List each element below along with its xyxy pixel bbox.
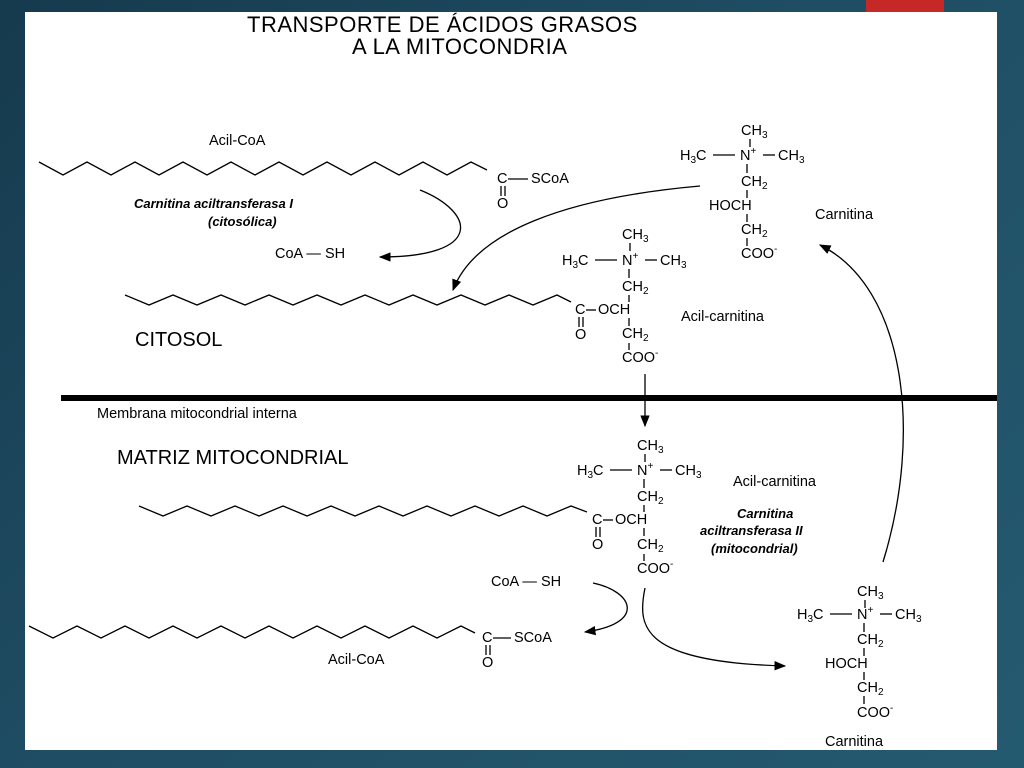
svg-text:CH3: CH3 [675,463,702,481]
accent-bar [866,0,944,12]
svg-text:CH2: CH2 [622,326,649,344]
svg-text:O: O [482,655,493,671]
svg-text:COO-: COO- [857,703,893,721]
acyl-coa-bottom-label: Acil-CoA [328,652,385,668]
svg-text:CH3: CH3 [660,253,687,271]
carnitine-top-label: Carnitina [815,207,874,223]
acyl-chain-acylcarnitine-top [124,294,572,306]
svg-text:CH3: CH3 [622,227,649,245]
acylcarnitine-bottom-label: Acil-carnitina [733,474,817,490]
svg-text:CH2: CH2 [741,174,768,192]
svg-text:N+: N+ [857,605,873,623]
title-line-2: A LA MITOCONDRIA [352,34,567,59]
acylcarnitine-top-label: Acil-carnitina [681,309,765,325]
acylcarnitine-structure-top: CH3 H3C N+ CH3 CH2 C OCH O CH2 COO- [562,227,687,366]
svg-text:N+: N+ [622,251,638,269]
svg-text:CH2: CH2 [857,680,884,698]
enzyme-2-label-line-1: Carnitina [737,506,793,521]
svg-text:H3C: H3C [680,148,707,166]
svg-text:H3C: H3C [797,607,824,625]
svg-text:H3C: H3C [577,463,604,481]
slide: TRANSPORTE DE ÁCIDOS GRASOS A LA MITOCON… [25,12,997,750]
svg-text:O: O [592,537,603,553]
arrow-coash-release-top [378,189,462,262]
svg-text:SCoA: SCoA [531,171,569,187]
svg-text:HOCH: HOCH [709,198,752,214]
svg-text:C: C [592,512,602,528]
matriz-label: MATRIZ MITOCONDRIAL [117,447,348,469]
coash-bottom-label: CoA — SH [491,574,561,590]
arrow-coash-to-acylcoa [583,582,628,636]
svg-text:COO-: COO- [637,559,673,577]
acyl-coa-top-label: Acil-CoA [209,133,266,149]
svg-text:CH3: CH3 [895,607,922,625]
svg-text:CH3: CH3 [857,584,884,602]
arrow-carnitine-return [818,244,904,563]
acyl-chain-top [38,161,488,176]
carnitine-structure-top: CH3 H3C N+ CH3 CH2 HOCH CH2 COO- [680,123,805,262]
arrow-carnitine-to-acylcarnitine [452,185,701,292]
svg-text:COO-: COO- [622,348,658,366]
carnitine-structure-bottom: CH3 H3C N+ CH3 CH2 HOCH CH2 COO- [797,584,922,721]
svg-text:HOCH: HOCH [825,656,868,672]
svg-text:CH2: CH2 [637,489,664,507]
svg-text:C: C [497,171,507,187]
svg-text:H3C: H3C [562,253,589,271]
svg-text:CH2: CH2 [741,222,768,240]
svg-text:N+: N+ [740,146,756,164]
thioester-group-top: C SCoA O [497,171,569,212]
enzyme-1-label-line-1: Carnitina aciltransferasa I [134,196,293,211]
svg-text:OCH: OCH [598,302,630,318]
svg-text:C: C [575,302,585,318]
svg-text:OCH: OCH [615,512,647,528]
enzyme-2-label-line-3: (mitocondrial) [711,541,798,556]
svg-text:O: O [575,327,586,343]
arrow-to-carnitine-bottom [642,587,787,671]
acyl-chain-bottom [28,625,476,639]
svg-text:CH2: CH2 [857,632,884,650]
svg-text:N+: N+ [637,461,653,479]
acylcarnitine-structure-bottom: CH3 H3C N+ CH3 CH2 C OCH O CH2 COO- [577,438,702,577]
svg-text:COO-: COO- [741,244,777,262]
svg-text:C: C [482,630,492,646]
svg-text:O: O [497,196,508,212]
inner-membrane-line [61,395,997,401]
membrane-label: Membrana mitocondrial interna [97,406,298,422]
thioester-group-bottom: C SCoA O [482,630,552,671]
enzyme-1-label-line-2: (citosólica) [208,214,277,229]
citosol-label: CITOSOL [135,329,222,351]
svg-text:CH2: CH2 [637,537,664,555]
carnitine-bottom-label: Carnitina [825,734,884,750]
coash-top-label: CoA — SH [275,246,345,262]
diagram: TRANSPORTE DE ÁCIDOS GRASOS A LA MITOCON… [28,12,997,750]
acyl-chain-acylcarnitine-bottom [138,505,588,517]
enzyme-2-label-line-2: aciltransferasa II [700,523,803,538]
svg-text:CH3: CH3 [637,438,664,456]
svg-text:CH3: CH3 [778,148,805,166]
svg-text:CH2: CH2 [622,279,649,297]
svg-text:SCoA: SCoA [514,630,552,646]
svg-text:CH3: CH3 [741,123,768,141]
title-line-1: TRANSPORTE DE ÁCIDOS GRASOS [247,12,638,37]
